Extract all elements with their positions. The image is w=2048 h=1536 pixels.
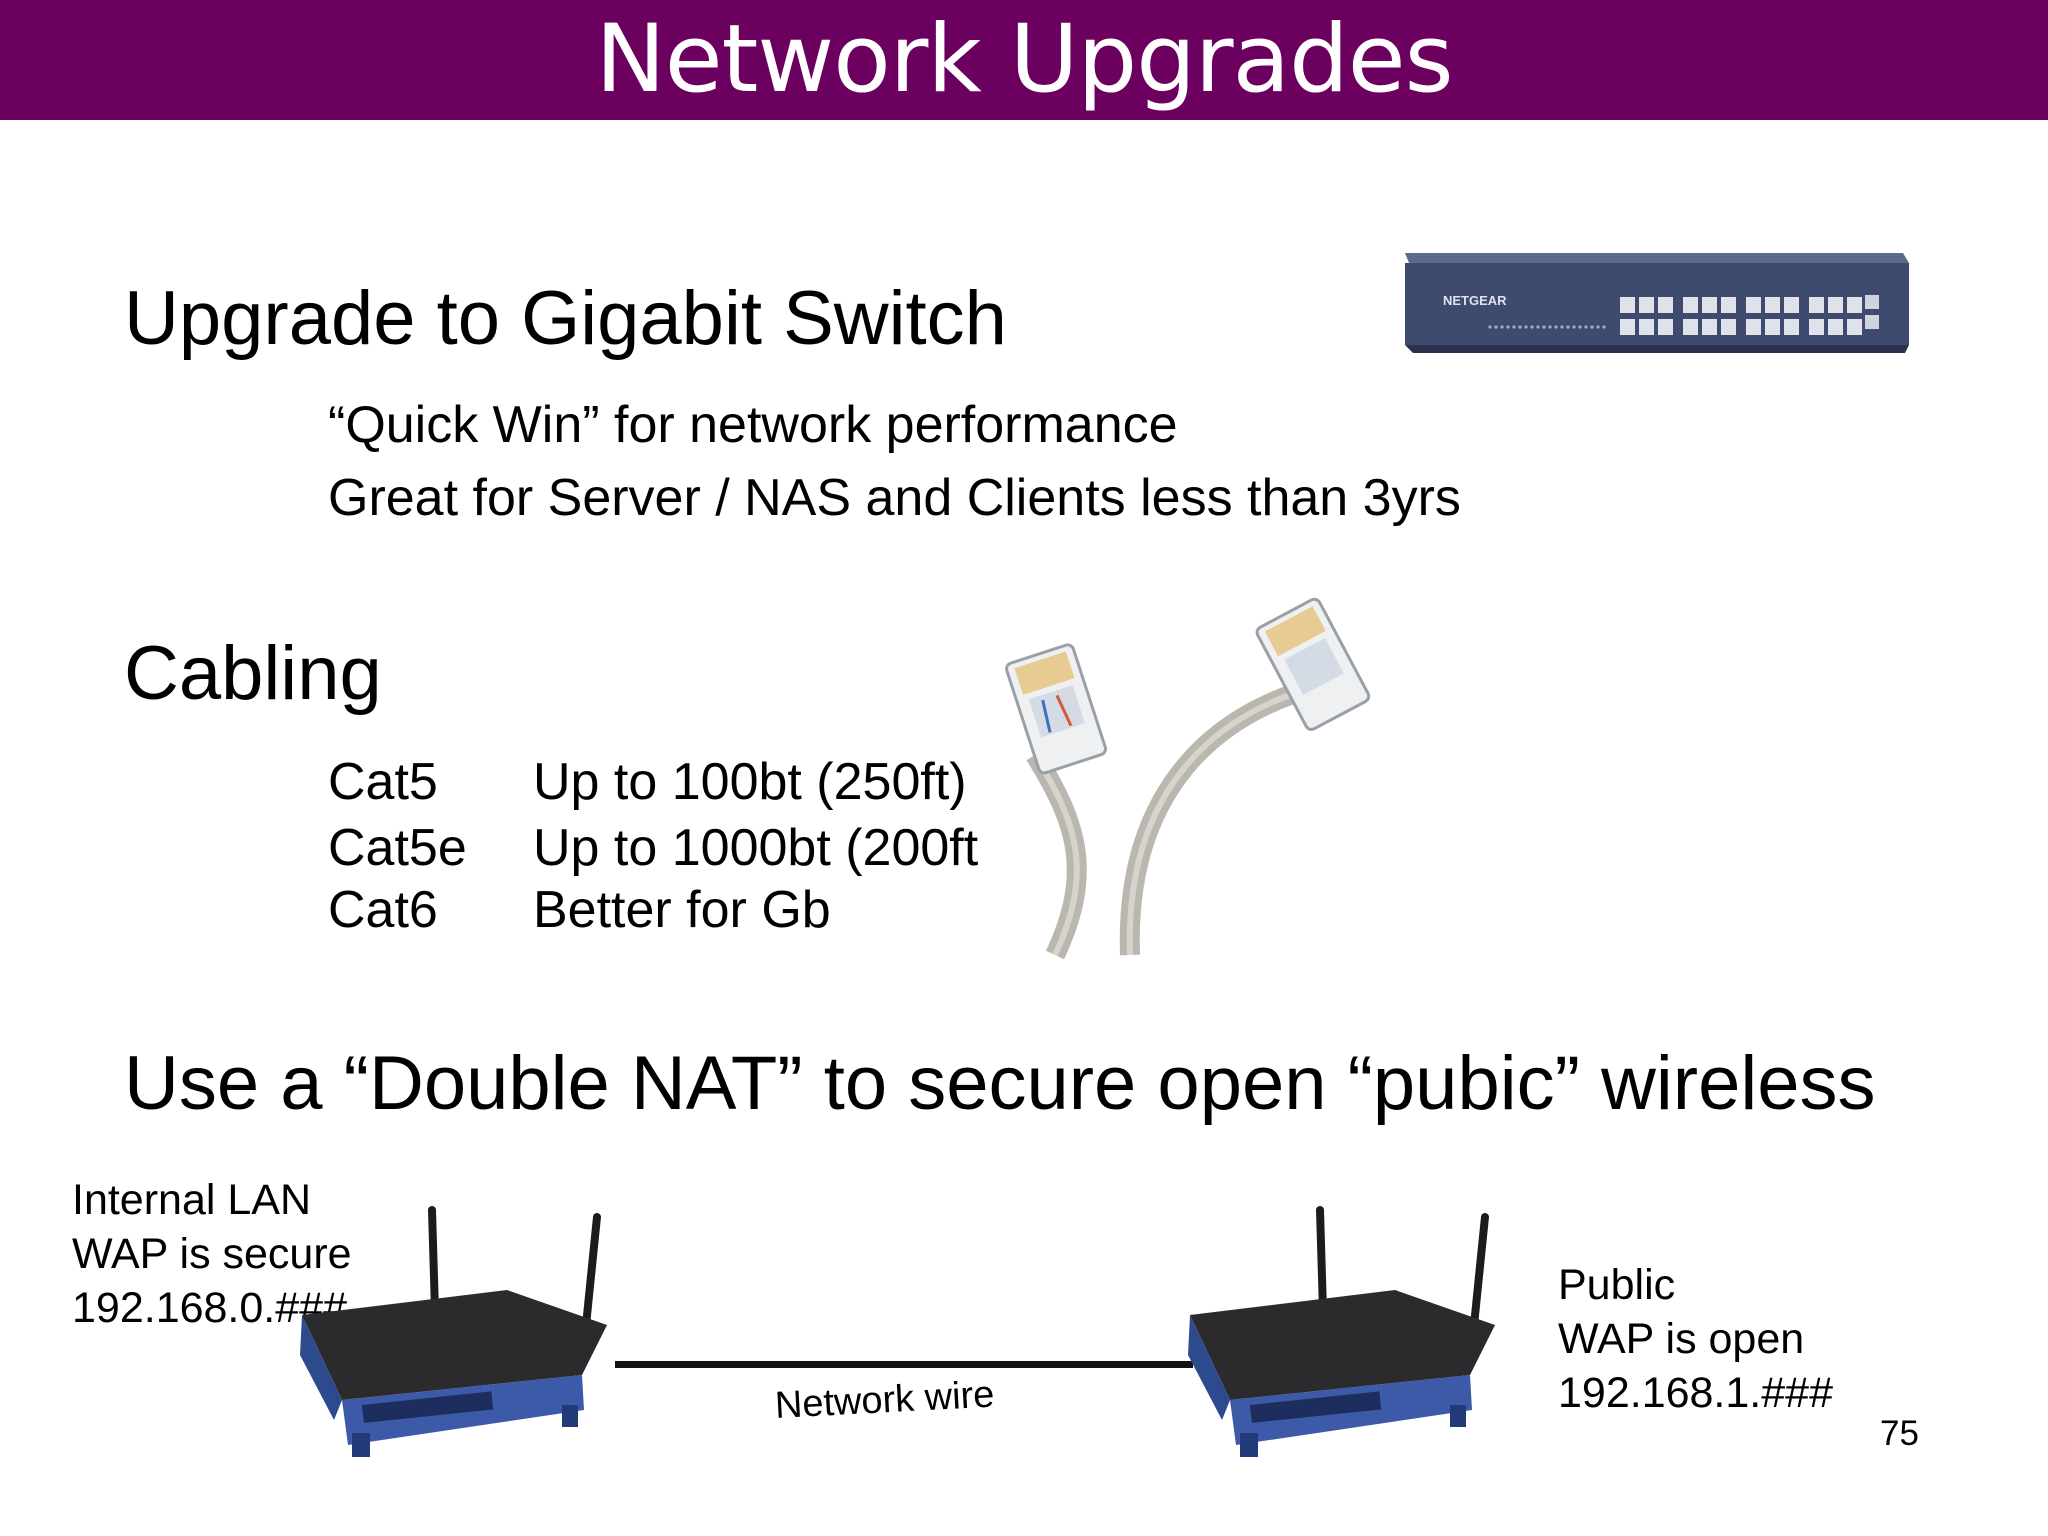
switch-led <box>1506 325 1510 329</box>
switch-port <box>1765 319 1780 335</box>
left-router-image <box>300 1206 607 1457</box>
switch-led <box>1536 325 1540 329</box>
network-wire <box>615 1361 1193 1368</box>
slide-title: Network Upgrades <box>595 5 1453 114</box>
ethernet-cable-image <box>1005 597 1371 960</box>
gigabit-switch-image: NETGEAR <box>1405 253 1909 353</box>
switch-port <box>1639 319 1654 335</box>
right-router-label: Public WAP is open 192.168.1.### <box>1558 1258 1833 1420</box>
switch-port <box>1828 319 1843 335</box>
switch-led <box>1494 325 1498 329</box>
switch-port <box>1809 319 1824 335</box>
cable-desc-cat5e: Up to 1000bt (200ft <box>533 819 979 877</box>
switch-port <box>1784 319 1799 335</box>
switch-led <box>1566 325 1570 329</box>
page-number: 75 <box>1880 1414 1919 1453</box>
cable-desc-cat5: Up to 100bt (250ft) <box>533 753 967 811</box>
switch-led <box>1512 325 1516 329</box>
switch-led <box>1578 325 1582 329</box>
right-router-image <box>1188 1206 1495 1457</box>
switch-port <box>1809 297 1824 313</box>
switch-port <box>1828 297 1843 313</box>
switch-port <box>1620 319 1635 335</box>
switch-led <box>1602 325 1606 329</box>
switch-led <box>1530 325 1534 329</box>
switch-led <box>1584 325 1588 329</box>
switch-port <box>1765 297 1780 313</box>
switch-led <box>1524 325 1528 329</box>
nat-heading: Use a “Double NAT” to secure open “pubic… <box>124 1041 1876 1126</box>
switch-port <box>1784 297 1799 313</box>
switch-heading: Upgrade to Gigabit Switch <box>124 276 1007 361</box>
right-router-line-1: Public <box>1558 1261 1676 1309</box>
switch-led <box>1572 325 1576 329</box>
switch-led <box>1542 325 1546 329</box>
switch-bullet-1: “Quick Win” for network performance <box>328 396 1178 454</box>
switch-port <box>1746 297 1761 313</box>
switch-port <box>1683 319 1698 335</box>
left-router-line-2: WAP is secure <box>72 1230 352 1278</box>
cabling-heading: Cabling <box>124 631 382 716</box>
switch-port <box>1702 297 1717 313</box>
right-router-line-3: 192.168.1.### <box>1558 1369 1833 1417</box>
left-router-line-1: Internal LAN <box>72 1176 312 1224</box>
left-router-line-3: 192.168.0.### <box>72 1284 347 1332</box>
switch-port <box>1721 319 1736 335</box>
switch-port <box>1847 297 1862 313</box>
switch-port <box>1746 319 1761 335</box>
cable-type-cat5e: Cat5e <box>328 819 467 877</box>
switch-led <box>1596 325 1600 329</box>
switch-port <box>1639 297 1654 313</box>
cable-desc-cat6: Better for Gb <box>533 881 831 939</box>
switch-led <box>1590 325 1594 329</box>
switch-led <box>1548 325 1552 329</box>
switch-port <box>1658 319 1673 335</box>
title-bar <box>0 0 2048 120</box>
switch-bullet-2: Great for Server / NAS and Clients less … <box>328 469 1461 527</box>
switch-brand-label: NETGEAR <box>1443 293 1507 308</box>
switch-led <box>1560 325 1564 329</box>
network-wire-label: Network wire <box>773 1373 996 1427</box>
switch-led <box>1488 325 1492 329</box>
right-router-line-2: WAP is open <box>1558 1315 1805 1363</box>
switch-led <box>1500 325 1504 329</box>
cable-type-cat5: Cat5 <box>328 753 438 811</box>
switch-port <box>1658 297 1673 313</box>
switch-port <box>1683 297 1698 313</box>
switch-led <box>1554 325 1558 329</box>
left-router-label: Internal LAN WAP is secure 192.168.0.### <box>72 1173 352 1335</box>
switch-port <box>1702 319 1717 335</box>
switch-led <box>1518 325 1522 329</box>
switch-port <box>1620 297 1635 313</box>
cable-type-cat6: Cat6 <box>328 881 438 939</box>
switch-port <box>1721 297 1736 313</box>
switch-port <box>1847 319 1862 335</box>
